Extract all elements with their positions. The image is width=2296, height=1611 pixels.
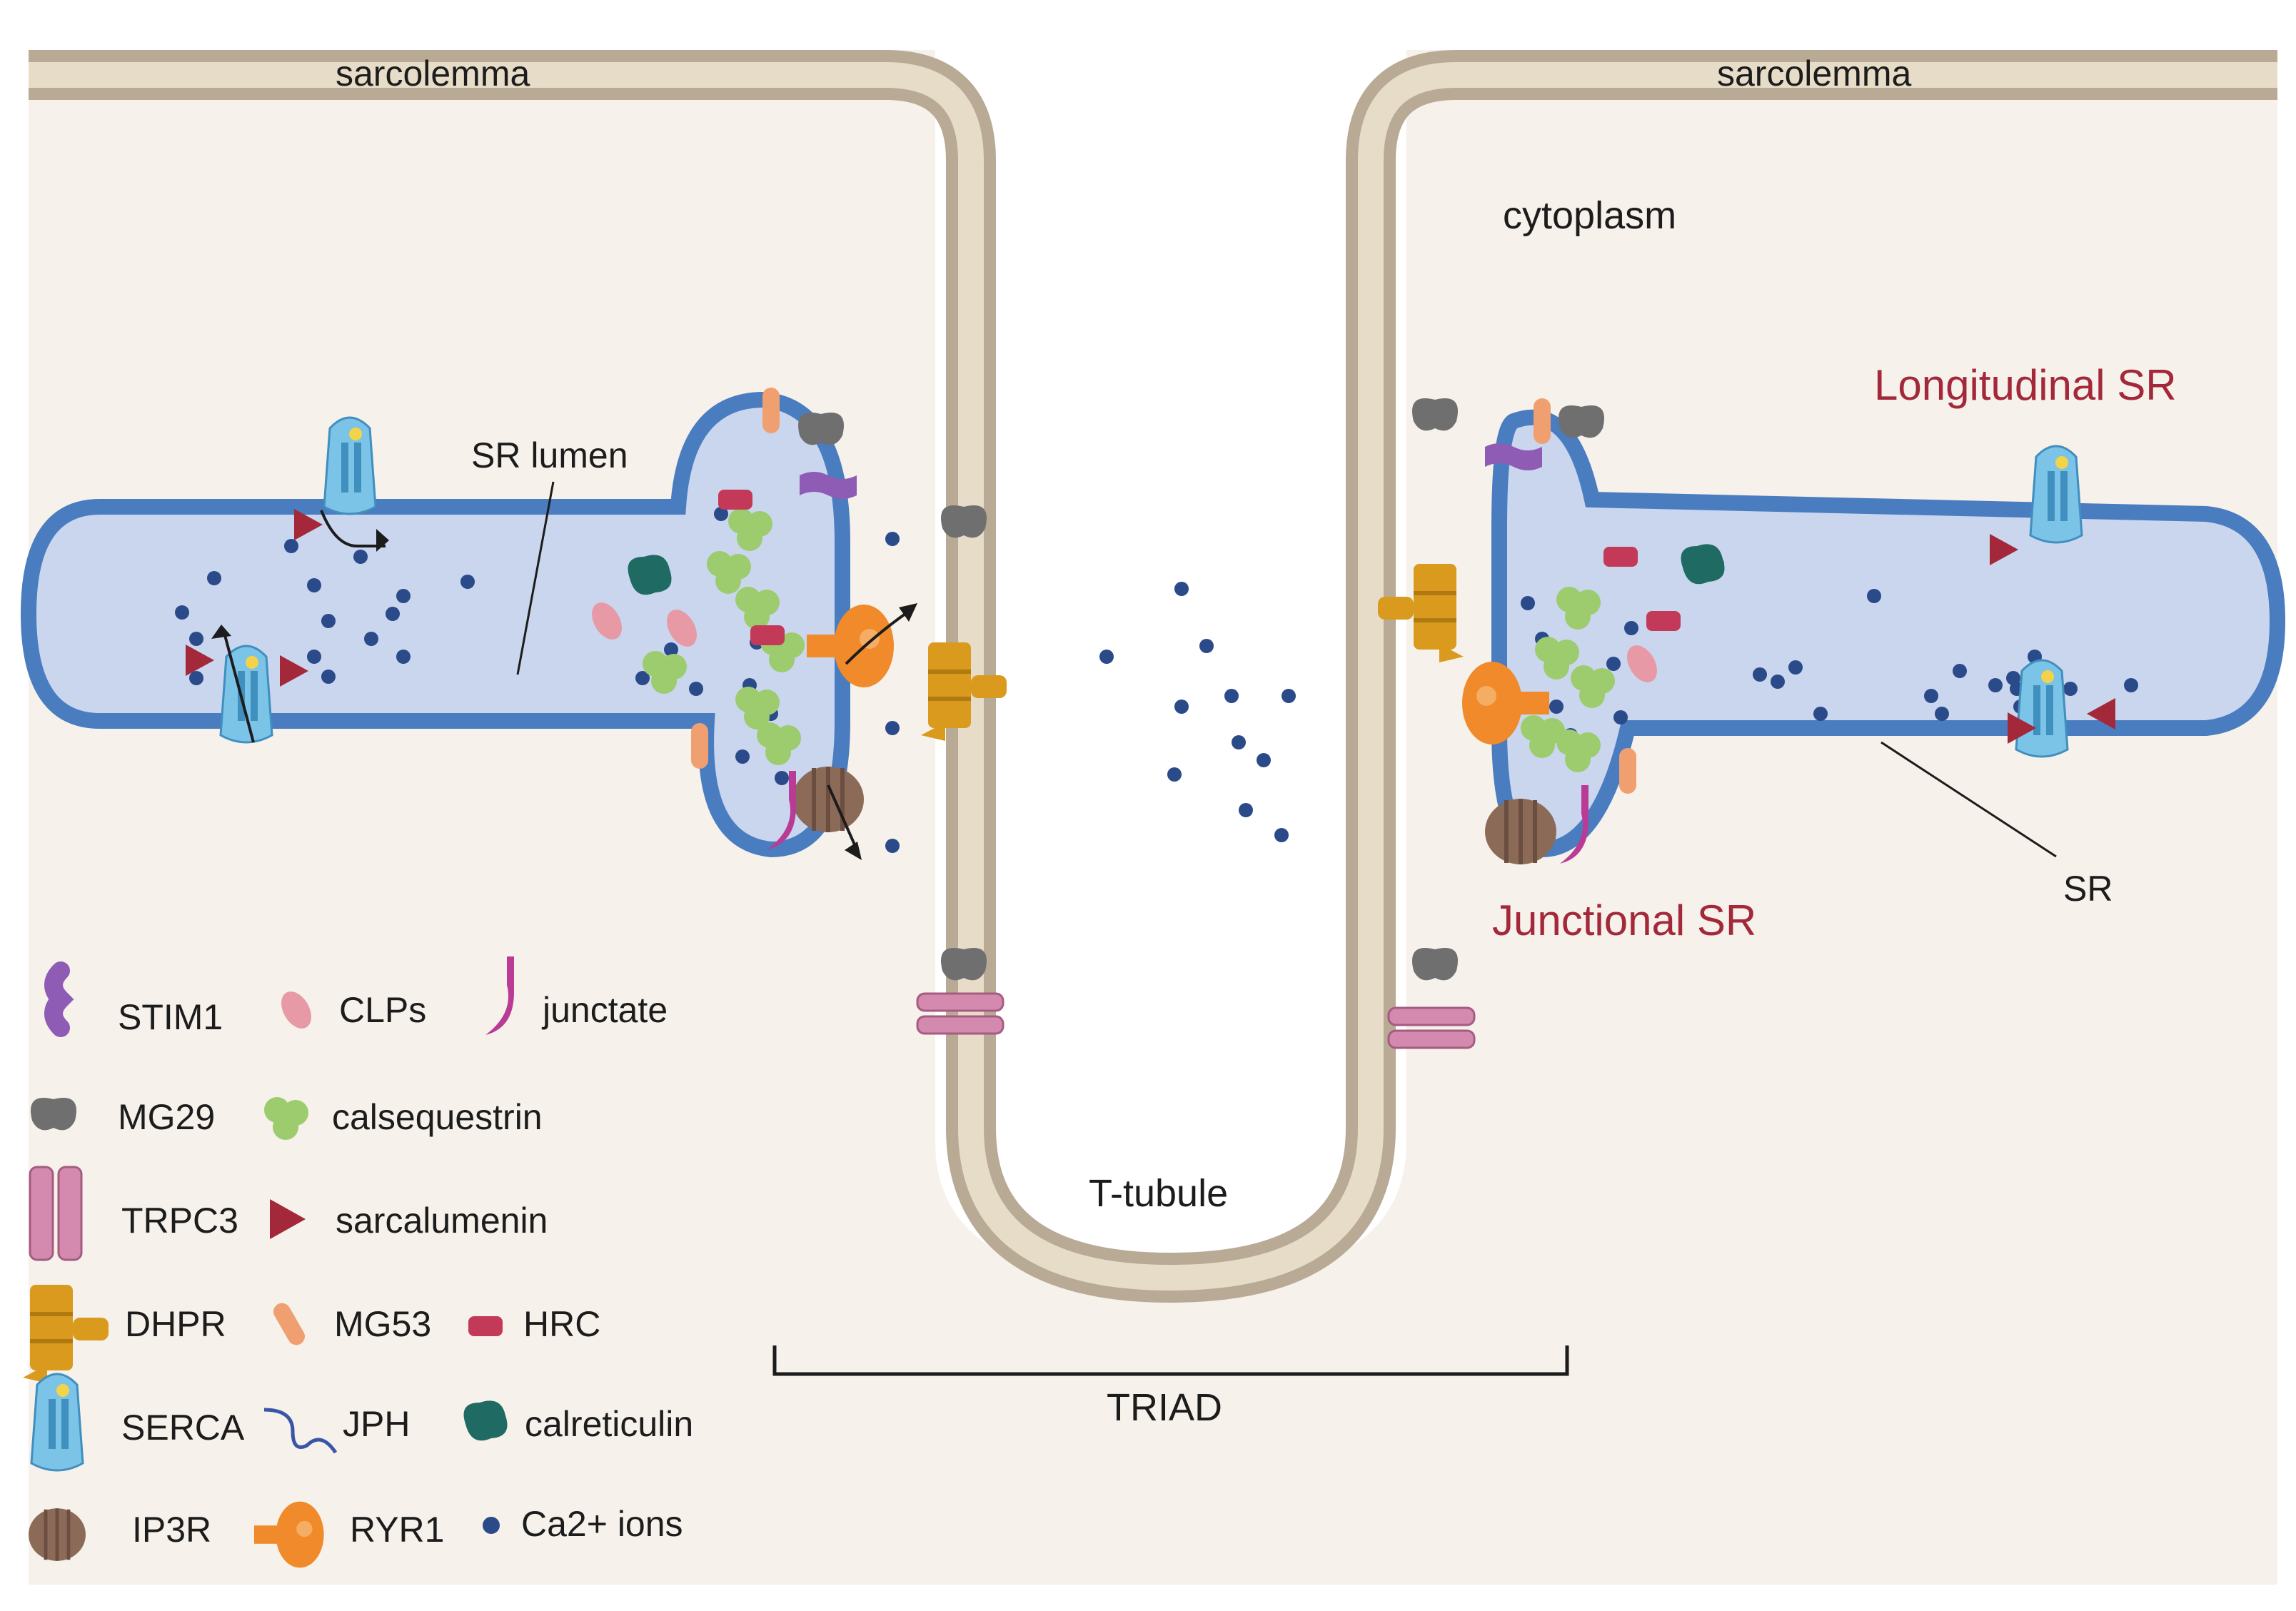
legend-label-trpc3: TRPC3 — [121, 1201, 238, 1241]
legend-label-jph: JPH — [343, 1404, 410, 1444]
longitudinal-sr-label: Longitudinal SR — [1874, 361, 2177, 409]
calreticulin-icon — [463, 1400, 508, 1441]
legend-label-dhpr: DHPR — [125, 1304, 226, 1344]
serca-icon — [30, 1373, 84, 1472]
hrc-icon — [468, 1316, 503, 1336]
triad-label: TRIAD — [1107, 1386, 1222, 1429]
legend-label-ip3r: IP3R — [132, 1510, 211, 1550]
sarcolemma-label-left: sarcolemma — [336, 54, 530, 94]
legend-label-ryr1: RYR1 — [350, 1510, 444, 1550]
junctional-sr-label: Junctional SR — [1492, 897, 1756, 944]
legend-label-junctate: junctate — [541, 990, 668, 1030]
t-tubule-lumen — [935, 50, 1406, 1285]
sr-pointer — [1880, 741, 2057, 858]
sarcolemma-inner — [29, 62, 2277, 1291]
legend-label-clps: CLPs — [339, 990, 426, 1030]
flux-arrows — [223, 510, 912, 850]
legend-label-stim1: STIM1 — [118, 997, 223, 1037]
mg29-icon — [31, 1098, 76, 1131]
cytoplasm-label: cytoplasm — [1503, 194, 1676, 237]
legend-label-ca-ions: Ca2+ ions — [521, 1504, 683, 1544]
t-tubule-label: T-tubule — [1089, 1172, 1228, 1215]
legend-label-serca: SERCA — [121, 1408, 245, 1448]
trpc3-icon — [29, 1166, 83, 1261]
sr-lumen-label: SR lumen — [471, 435, 628, 475]
arrow-heads — [211, 529, 917, 860]
ip3r-icon — [29, 1508, 86, 1561]
legend-label-sarcalumenin: sarcalumenin — [336, 1201, 548, 1241]
sarcalumenin-icon — [270, 1199, 306, 1239]
legend-label-hrc: HRC — [523, 1304, 600, 1344]
sr-lumen-pointer — [516, 481, 555, 675]
triad-bracket — [772, 1345, 1569, 1376]
legend-label-calreticulin: calreticulin — [525, 1404, 693, 1444]
legend-label-mg53: MG53 — [334, 1304, 431, 1344]
stim1-icon — [44, 961, 74, 1037]
legend: STIM1 CLPs junctate MG29 calsequestrin T… — [23, 956, 693, 1568]
sarcolemma-label-right: sarcolemma — [1717, 54, 1911, 94]
legend-label-mg29: MG29 — [118, 1097, 215, 1137]
sr-label: SR — [2063, 869, 2113, 909]
legend-label-calsequestrin: calsequestrin — [332, 1097, 543, 1137]
ca-ion-icon — [483, 1517, 500, 1534]
jph-icon — [263, 1408, 338, 1454]
